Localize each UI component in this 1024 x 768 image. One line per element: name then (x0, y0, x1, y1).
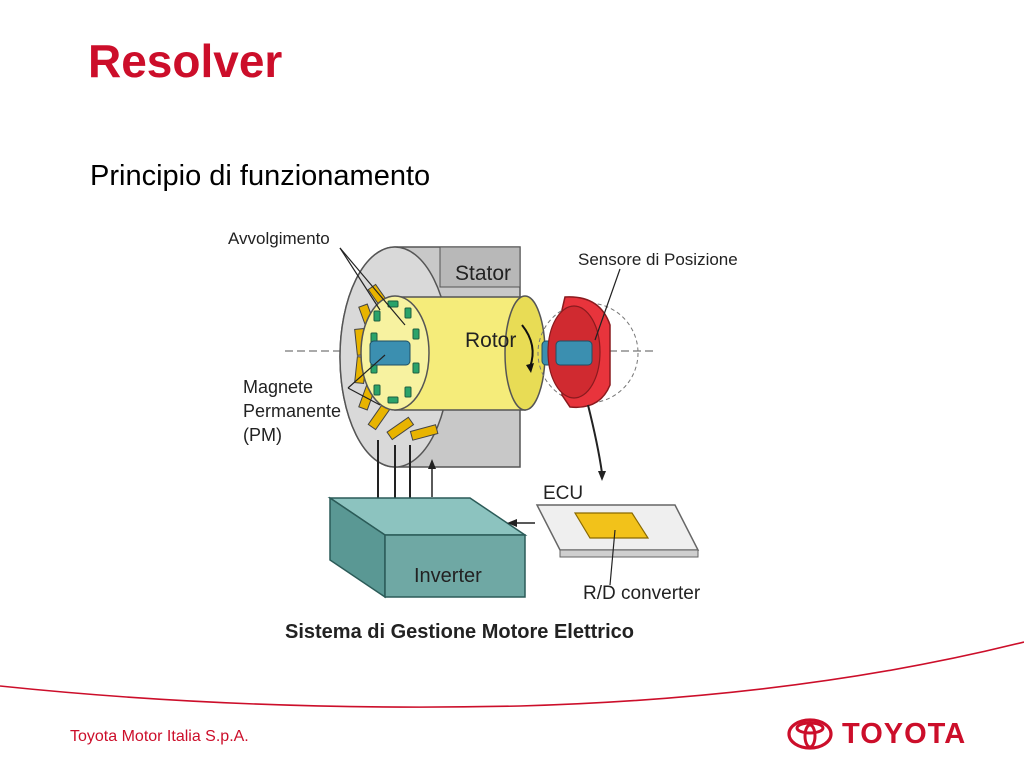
label-rd-converter: R/D converter (583, 583, 701, 604)
label-magnet-3: (PM) (243, 425, 282, 445)
label-magnet-2: Permanente (243, 401, 341, 421)
rd-converter-chip (573, 512, 650, 539)
toyota-logo-word: TOYOTA (842, 717, 967, 750)
shaft-through-sensor (555, 340, 593, 366)
motor-diagram: Avvolgimento Stator Sensore di Posizione… (170, 205, 750, 650)
stator-top-panel (439, 246, 521, 288)
inverter-front (384, 534, 526, 598)
label-inverter: Inverter (414, 565, 482, 587)
label-stator: Stator (455, 262, 511, 285)
motor-diagram-svg: Avvolgimento Stator Sensore di Posizione… (228, 229, 738, 643)
shaft-front (369, 340, 411, 366)
label-winding: Avvolgimento (228, 229, 330, 248)
leader-lines (339, 247, 621, 586)
figure-caption: Sistema di Gestione Motore Elettrico (285, 621, 634, 643)
rotation-arrow (521, 324, 534, 368)
toyota-emblem-icon (787, 718, 833, 750)
sensor-cable (587, 404, 603, 474)
footer-company: Toyota Motor Italia S.p.A. (70, 728, 249, 745)
label-ecu: ECU (543, 483, 583, 504)
motor-cables (377, 440, 411, 500)
footer-swoosh (0, 641, 1024, 708)
slide-title: Resolver (88, 35, 283, 87)
label-position-sensor: Sensore di Posizione (578, 250, 738, 269)
permanent-magnets (370, 300, 420, 404)
toyota-logo: TOYOTA (786, 716, 966, 752)
rotor-end (504, 295, 546, 411)
label-rotor: Rotor (465, 329, 516, 352)
slide-subtitle: Principio di funzionamento (90, 160, 431, 192)
label-magnet-1: Magnete (243, 377, 313, 397)
